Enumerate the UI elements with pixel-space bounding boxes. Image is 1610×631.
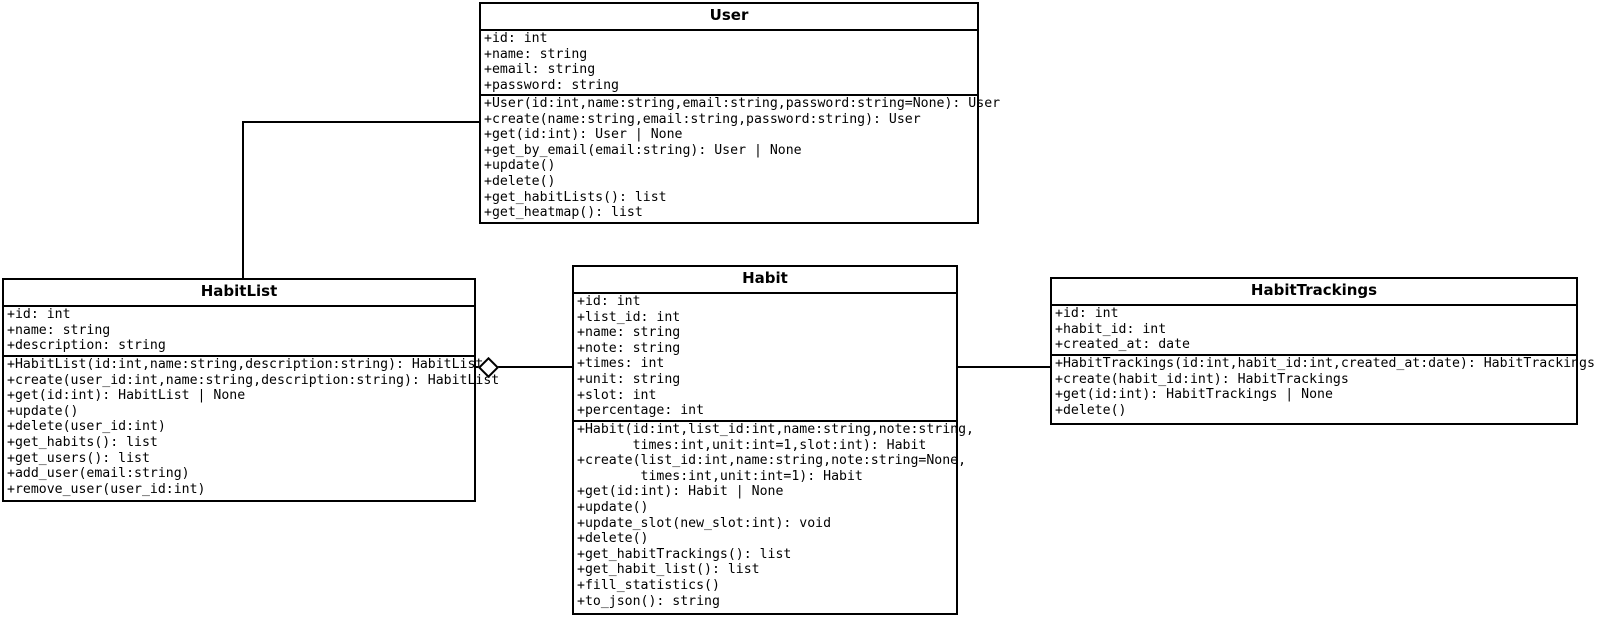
methods-compartment-habittrackings: +HabitTrackings(id:int,habit_id:int,crea… [1052, 356, 1595, 418]
attribute-row: +id: int [7, 307, 71, 322]
method-row: +get(id:int): HabitTrackings | None [1055, 387, 1333, 403]
method-row: +create(list_id:int,name:string,note:str… [577, 453, 967, 469]
method-row: +remove_user(user_id:int) [7, 481, 206, 497]
attribute-row: +email: string [484, 62, 596, 78]
attribute-row: +percentage: int [577, 403, 705, 419]
attribute-row: +times: int [577, 356, 665, 372]
method-row: +get_habitTrackings(): list [577, 546, 792, 562]
class-name-habit: Habit [574, 267, 956, 294]
method-row: +to_json(): string [577, 593, 720, 609]
attribute-row: +id: int [1055, 306, 1119, 321]
method-row: +get(id:int): Habit | None [577, 484, 784, 500]
attribute-row: +name: string [7, 322, 111, 338]
attribute-row: +slot: int [577, 387, 657, 403]
method-row: +update() [484, 158, 556, 174]
connector-user-habitlist-vertical [242, 121, 244, 278]
connector-habitlist-habit [476, 366, 572, 368]
method-row: +update() [577, 499, 649, 515]
attributes-compartment-habitlist: +id: int +name: string +description: str… [4, 307, 474, 357]
method-row: +update_slot(new_slot:int): void [577, 515, 832, 531]
attribute-row: +name: string [577, 325, 681, 341]
attribute-row: +created_at: date [1055, 337, 1190, 353]
class-box-user[interactable]: User +id: int +name: string +email: stri… [479, 2, 1001, 224]
attributes-compartment-habit: +id: int +list_id: int +name: string +no… [574, 294, 956, 422]
method-row: +get_by_email(email:string): User | None [484, 142, 802, 158]
attribute-row: +name: string [484, 46, 588, 62]
connector-user-habitlist-horizontal [242, 121, 480, 123]
attribute-row: +id: int [577, 294, 641, 309]
attribute-row: +list_id: int [577, 309, 681, 325]
attribute-row: +note: string [577, 340, 681, 356]
class-name-user: User [481, 4, 977, 31]
method-row: +get(id:int): HabitList | None [7, 388, 246, 404]
method-row: +fill_statistics() [577, 577, 720, 593]
method-row: +get_heatmap(): list [484, 205, 643, 221]
method-row: +User(id:int,name:string,email:string,pa… [484, 96, 1001, 111]
method-row: +add_user(email:string) [7, 466, 190, 482]
method-row: +delete() [484, 173, 556, 189]
class-name-habittrackings: HabitTrackings [1052, 279, 1576, 306]
method-row: +Habit(id:int,list_id:int,name:string,no… [577, 422, 974, 437]
method-row: +delete() [577, 531, 649, 547]
methods-compartment-habit: +Habit(id:int,list_id:int,name:string,no… [574, 422, 974, 609]
method-row: +get_habitLists(): list [484, 189, 667, 205]
method-row: +create(name:string,email:string,passwor… [484, 111, 921, 127]
method-row: +get_users(): list [7, 450, 150, 466]
attributes-compartment-habittrackings: +id: int +habit_id: int +created_at: dat… [1052, 306, 1576, 356]
connector-habit-habittrackings [958, 366, 1050, 368]
method-row: +update() [7, 403, 79, 419]
class-box-habittrackings[interactable]: HabitTrackings +id: int +habit_id: int +… [1050, 277, 1595, 425]
attribute-row: +password: string [484, 77, 619, 93]
method-row: +HabitTrackings(id:int,habit_id:int,crea… [1055, 356, 1595, 371]
method-row: +create(user_id:int,name:string,descript… [7, 372, 500, 388]
class-name-habitlist: HabitList [4, 280, 474, 307]
attribute-row: +habit_id: int [1055, 321, 1167, 337]
method-row: +get(id:int): User | None [484, 127, 683, 143]
method-row: times:int,unit:int=1,slot:int): Habit [577, 437, 927, 453]
method-row: +get_habit_list(): list [577, 562, 760, 578]
attributes-compartment-user: +id: int +name: string +email: string +p… [481, 31, 977, 96]
method-row: +delete(user_id:int) [7, 419, 166, 435]
method-row: +get_habits(): list [7, 434, 158, 450]
method-row: +create(habit_id:int): HabitTrackings [1055, 371, 1349, 387]
method-row: +HabitList(id:int,name:string,descriptio… [7, 357, 484, 372]
attribute-row: +description: string [7, 338, 166, 354]
methods-compartment-habitlist: +HabitList(id:int,name:string,descriptio… [4, 357, 500, 497]
method-row: +delete() [1055, 402, 1127, 418]
class-box-habit[interactable]: Habit +id: int +list_id: int +name: stri… [572, 265, 974, 615]
methods-compartment-user: +User(id:int,name:string,email:string,pa… [481, 96, 1001, 221]
class-box-habitlist[interactable]: HabitList +id: int +name: string +descri… [2, 278, 500, 502]
method-row: times:int,unit:int=1): Habit [577, 468, 863, 484]
attribute-row: +unit: string [577, 371, 681, 387]
attribute-row: +id: int [484, 31, 548, 46]
